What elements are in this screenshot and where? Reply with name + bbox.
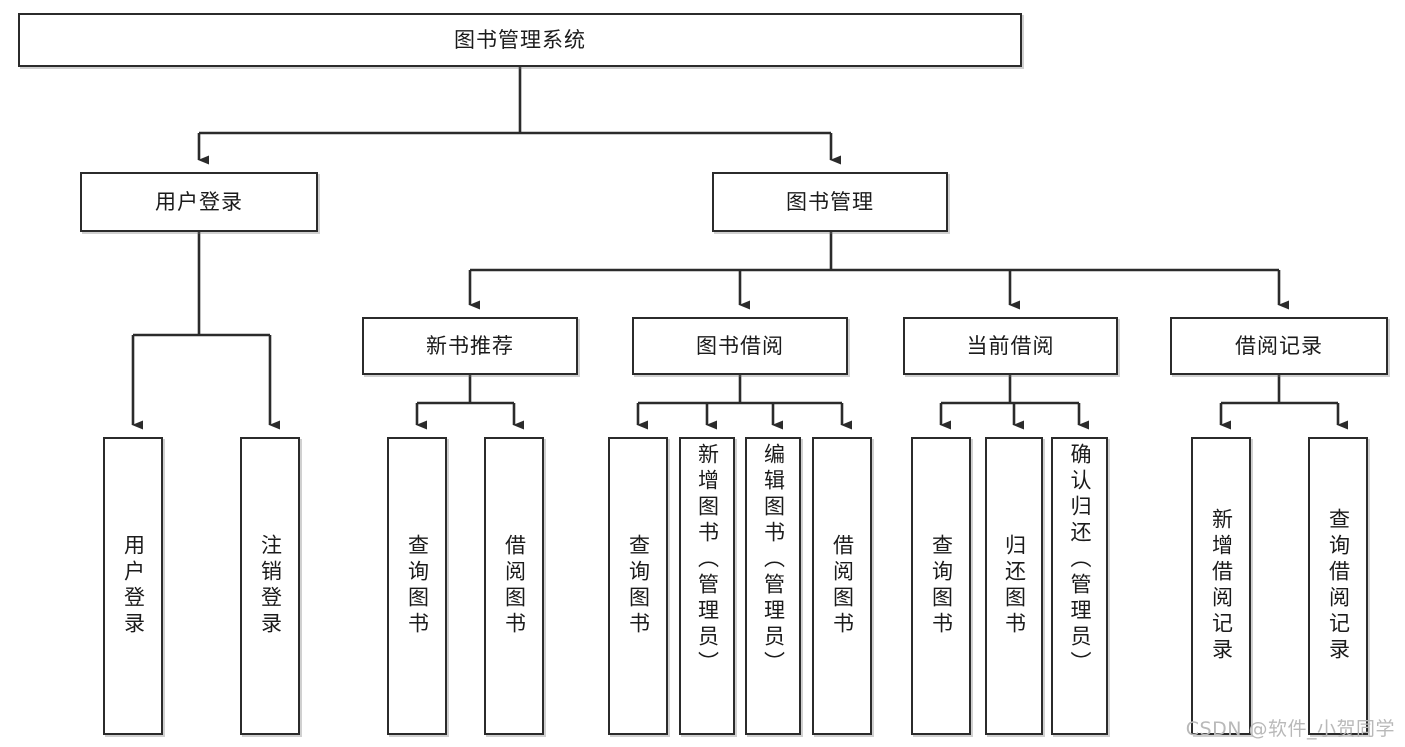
node-leaf-7[interactable]: 借阅图书 <box>812 437 872 735</box>
node-level3-3-label: 借阅记录 <box>1235 333 1323 358</box>
node-level3-2-label: 当前借阅 <box>966 333 1055 358</box>
node-level2-1[interactable]: 图书管理 <box>712 172 948 232</box>
node-leaf-2-label: 查询图书 <box>405 534 430 638</box>
node-leaf-8[interactable]: 查询图书 <box>911 437 971 735</box>
node-leaf-5-label: 新增图书（管理员） <box>695 443 720 677</box>
node-leaf-4[interactable]: 查询图书 <box>608 437 668 735</box>
node-leaf-6[interactable]: 编辑图书（管理员） <box>745 437 801 735</box>
node-level3-0[interactable]: 新书推荐 <box>362 317 578 375</box>
node-leaf-3-label: 借阅图书 <box>502 534 527 638</box>
node-root-system[interactable]: 图书管理系统 <box>18 13 1022 67</box>
node-leaf-1[interactable]: 注销登录 <box>240 437 300 735</box>
node-leaf-6-label: 编辑图书（管理员） <box>761 443 786 677</box>
node-leaf-4-label: 查询图书 <box>626 534 651 638</box>
node-leaf-2[interactable]: 查询图书 <box>387 437 447 735</box>
node-root-system-label: 图书管理系统 <box>454 27 586 52</box>
node-leaf-1-label: 注销登录 <box>258 534 283 638</box>
node-leaf-0[interactable]: 用户登录 <box>103 437 163 735</box>
node-level3-0-label: 新书推荐 <box>426 333 514 358</box>
node-leaf-5[interactable]: 新增图书（管理员） <box>679 437 735 735</box>
node-level2-0-label: 用户登录 <box>155 189 243 214</box>
node-leaf-10[interactable]: 确认归还（管理员） <box>1051 437 1108 735</box>
node-level2-0[interactable]: 用户登录 <box>80 172 318 232</box>
node-leaf-7-label: 借阅图书 <box>830 534 855 638</box>
node-level2-1-label: 图书管理 <box>786 189 874 214</box>
node-leaf-12-label: 查询借阅记录 <box>1326 508 1351 664</box>
node-leaf-10-label: 确认归还（管理员） <box>1068 443 1092 677</box>
node-level3-1[interactable]: 图书借阅 <box>632 317 848 375</box>
node-leaf-9-label: 归还图书 <box>1002 534 1027 638</box>
node-leaf-8-label: 查询图书 <box>929 534 954 638</box>
node-leaf-3[interactable]: 借阅图书 <box>484 437 544 735</box>
node-leaf-12[interactable]: 查询借阅记录 <box>1308 437 1368 735</box>
node-leaf-9[interactable]: 归还图书 <box>985 437 1043 735</box>
node-level3-1-label: 图书借阅 <box>696 333 784 358</box>
node-level3-2[interactable]: 当前借阅 <box>903 317 1118 375</box>
node-leaf-0-label: 用户登录 <box>121 534 146 638</box>
node-leaf-11-label: 新增借阅记录 <box>1209 508 1234 664</box>
node-leaf-11[interactable]: 新增借阅记录 <box>1191 437 1251 735</box>
connector-lines <box>131 67 1348 430</box>
node-level3-3[interactable]: 借阅记录 <box>1170 317 1388 375</box>
